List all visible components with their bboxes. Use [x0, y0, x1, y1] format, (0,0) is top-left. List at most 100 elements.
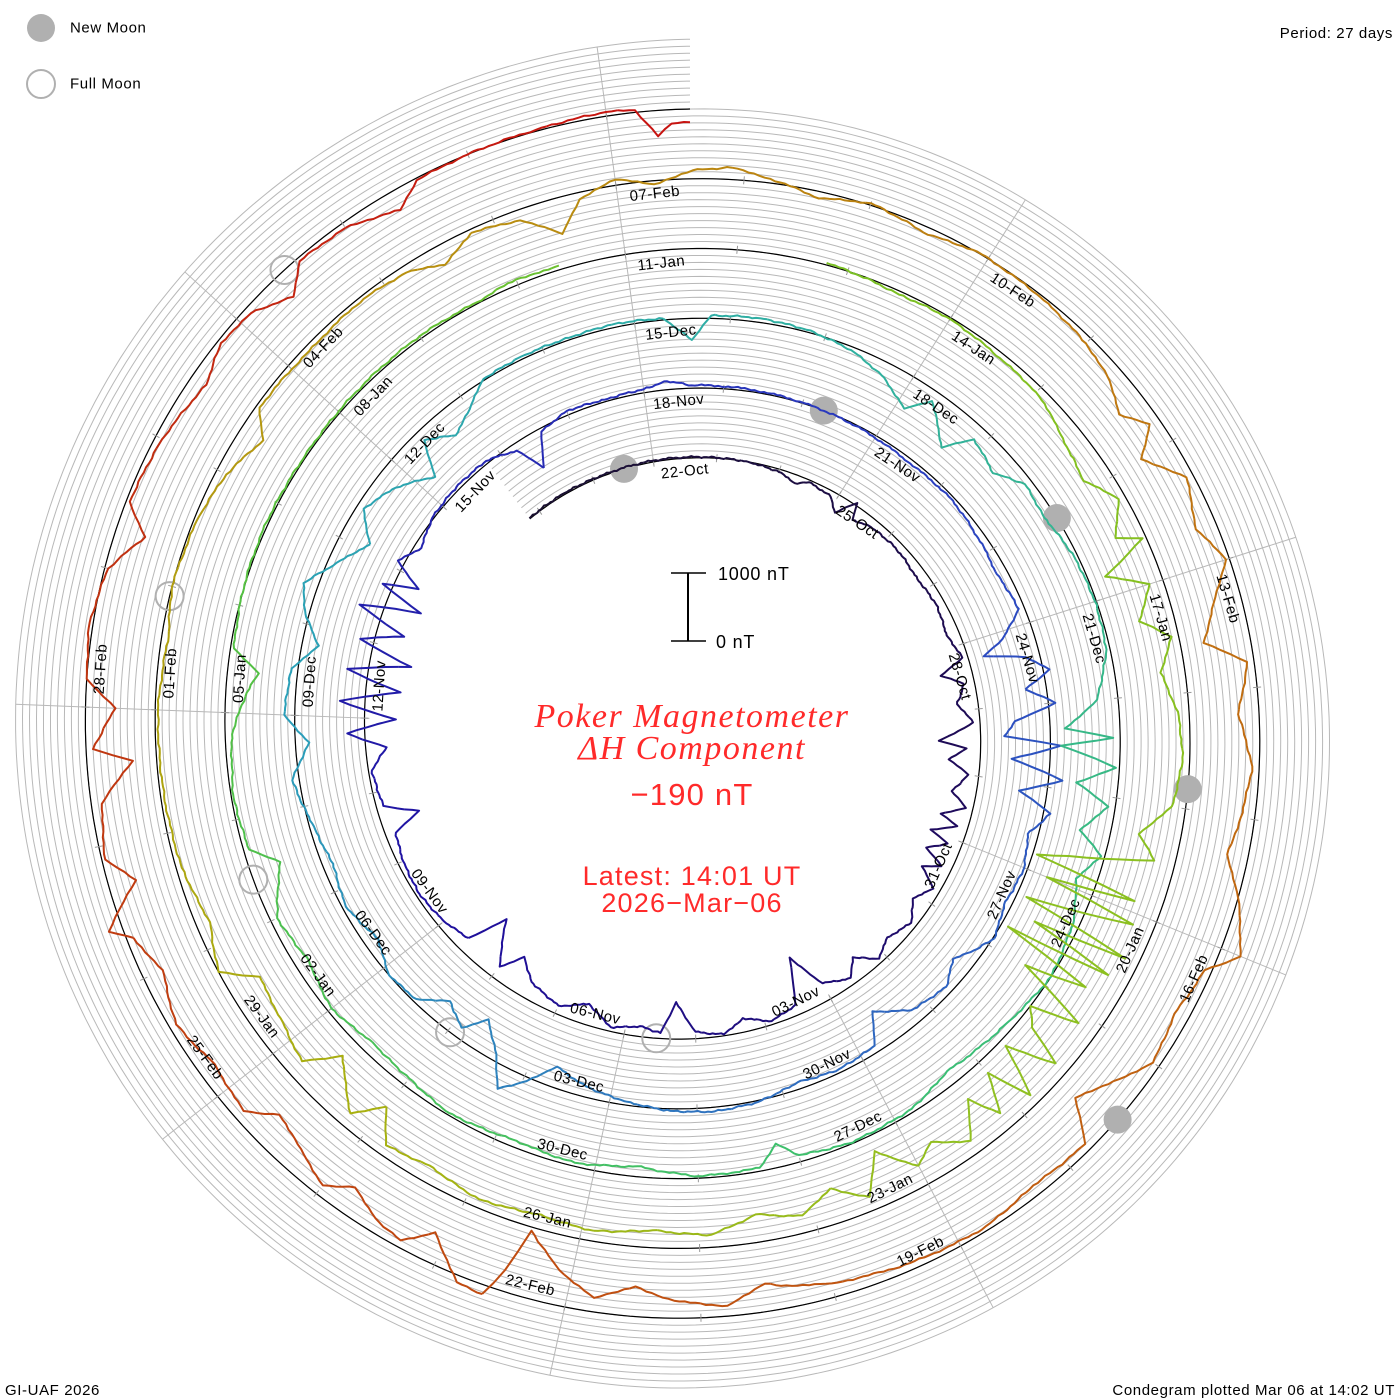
trace-segment	[599, 178, 666, 189]
trace-segment	[985, 255, 1042, 298]
trace-segment	[262, 480, 290, 531]
trace-segment	[283, 664, 297, 712]
date-label: 16-Feb	[1176, 952, 1212, 1005]
trace-segment	[710, 1162, 764, 1176]
trace-segment	[371, 1041, 414, 1082]
trace-segment	[979, 339, 1024, 381]
trace-segment	[1167, 689, 1184, 749]
trace-segment	[842, 1262, 910, 1283]
trace-segment	[920, 844, 943, 881]
day-tick	[816, 1225, 820, 1234]
day-tick	[492, 1135, 497, 1143]
trace-segment	[341, 896, 375, 935]
day-tick	[1037, 384, 1045, 391]
trace-segment	[287, 1035, 345, 1067]
trace-segment	[930, 308, 981, 341]
trace-segment	[167, 566, 180, 632]
day-tick	[94, 845, 103, 848]
new-moon-marker	[1173, 775, 1202, 804]
day-tick	[1181, 807, 1190, 811]
trace-segment	[177, 507, 206, 568]
trace-segment	[675, 455, 710, 460]
trace-segment	[603, 1163, 658, 1173]
day-tick	[213, 467, 221, 472]
trace-segment	[814, 1135, 864, 1153]
trace-segment	[460, 457, 493, 484]
trace-segment	[514, 339, 563, 361]
trace-segment	[929, 811, 959, 847]
trace-segment	[1007, 688, 1057, 731]
trace-segment	[305, 1159, 366, 1204]
day-tick	[836, 491, 842, 499]
trace-segment	[701, 1022, 739, 1036]
trace-segment	[540, 413, 562, 469]
trace-segment	[229, 751, 238, 807]
day-tick	[622, 1030, 626, 1039]
trace-segment	[1073, 865, 1091, 917]
chart-title-line2: ΔH Component	[576, 730, 806, 767]
day-tick	[267, 919, 275, 924]
trace-segment	[233, 583, 246, 640]
day-tick	[1021, 1111, 1028, 1119]
trace-segment	[364, 1202, 429, 1242]
day-tick	[743, 176, 745, 185]
date-label: 07-Feb	[629, 183, 681, 206]
trace-segment	[156, 694, 161, 759]
day-tick	[1087, 335, 1095, 342]
trace-segment	[155, 387, 203, 449]
trace-segment	[394, 808, 421, 850]
date-spoke	[957, 840, 1286, 976]
trace-segment	[836, 956, 863, 983]
trace-segment	[232, 639, 260, 698]
day-tick	[313, 1190, 320, 1197]
trace-segment	[1022, 379, 1058, 426]
day-tick	[203, 947, 212, 953]
date-label: 21-Nov	[871, 444, 923, 487]
trace-segment	[409, 150, 474, 194]
date-label: 06-Nov	[568, 1000, 622, 1029]
day-tick	[269, 1050, 277, 1057]
trace-segment	[560, 400, 600, 416]
day-tick	[1092, 599, 1101, 603]
trace-segment	[617, 109, 691, 138]
day-tick	[987, 432, 995, 440]
grid-line	[77, 101, 1268, 1326]
trace-segment	[682, 382, 725, 389]
trace-segment	[657, 1170, 711, 1178]
trace-segment	[283, 711, 311, 762]
trace-segment	[257, 1112, 308, 1161]
trace-segment	[325, 850, 344, 898]
day-tick	[491, 215, 495, 224]
day-tick	[1152, 920, 1161, 925]
trace-segment	[1025, 1146, 1082, 1194]
trace-segment	[884, 998, 929, 1013]
trace-segment	[169, 1002, 212, 1062]
trace-segment	[545, 109, 618, 128]
trace-segment	[158, 757, 171, 821]
scale-bottom-label: 0 nT	[716, 632, 755, 652]
trace-segment	[472, 125, 547, 153]
trace-segment	[922, 231, 987, 258]
day-tick	[1169, 437, 1177, 443]
day-tick	[974, 707, 983, 710]
trace-segment	[1007, 857, 1027, 897]
day-tick	[833, 1292, 837, 1301]
date-spoke	[835, 199, 1026, 500]
trace-segment	[664, 166, 733, 182]
trace-segment	[581, 470, 613, 486]
day-tick	[357, 1135, 364, 1143]
trace-segment	[593, 1229, 658, 1234]
day-tick	[974, 775, 983, 778]
day-tick	[578, 1234, 581, 1243]
trace-segment	[592, 1008, 627, 1029]
day-tick	[388, 456, 395, 463]
day-tick	[394, 861, 402, 866]
trace-segment	[642, 456, 677, 464]
trace-segment	[993, 895, 1010, 939]
date-spoke	[958, 536, 1296, 646]
trace-segment	[956, 683, 970, 718]
trace-segment	[1059, 711, 1115, 764]
trace-segment	[662, 1001, 702, 1034]
day-tick	[152, 433, 160, 439]
day-tick	[233, 315, 240, 322]
